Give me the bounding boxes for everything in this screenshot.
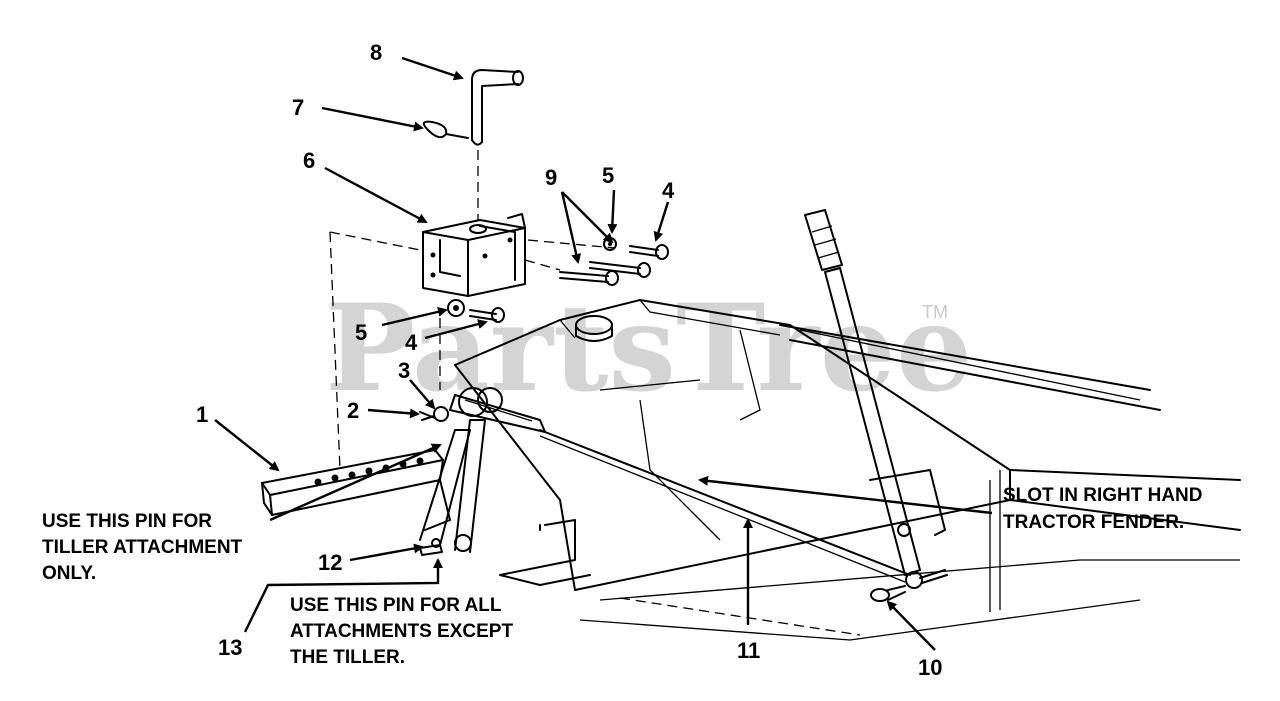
callout-8: 8: [370, 40, 382, 65]
callout-1: 1: [196, 402, 208, 427]
leader-lines: [214, 56, 993, 651]
tractor-body: [454, 299, 1241, 641]
hairpin-clip: [422, 120, 469, 139]
callout-5b: 5: [355, 320, 367, 345]
callout-4b: 4: [405, 330, 418, 355]
lift-lever: [804, 209, 948, 602]
callout-11: 11: [737, 638, 760, 663]
lift-rod: [539, 429, 911, 576]
callout-2: 2: [347, 398, 359, 423]
callout-12: 12: [318, 550, 342, 575]
note-tiller-pin-line-3: ONLY.: [42, 563, 96, 584]
callout-9: 9: [545, 165, 557, 190]
callout-13: 13: [218, 635, 242, 660]
callout-6: 6: [303, 148, 315, 173]
note-tiller-pin-line-1: USE THIS PIN FOR: [42, 511, 212, 532]
lift-arm-assembly: [419, 387, 546, 556]
note-slot-line-2: TRACTOR FENDER.: [1003, 512, 1184, 533]
callout-5a: 5: [602, 163, 614, 188]
note-all-pin-line-3: THE TILLER.: [290, 647, 405, 668]
hitch-frame: [261, 449, 451, 531]
l-pin: [471, 69, 524, 146]
note-slot-line-1: SLOT IN RIGHT HAND: [1003, 485, 1203, 506]
note-tiller-pin-line-2: TILLER ATTACHMENT: [42, 537, 243, 558]
callout-3: 3: [398, 358, 410, 383]
callout-7: 7: [292, 95, 304, 120]
mounting-bracket: [422, 213, 526, 297]
note-all-pin-line-1: USE THIS PIN FOR ALL: [290, 595, 502, 616]
watermark-trademark: TM: [922, 302, 948, 322]
note-all-pin-line-2: ATTACHMENTS EXCEPT: [290, 621, 513, 642]
callout-4a: 4: [662, 178, 675, 203]
callout-10: 10: [918, 655, 942, 680]
